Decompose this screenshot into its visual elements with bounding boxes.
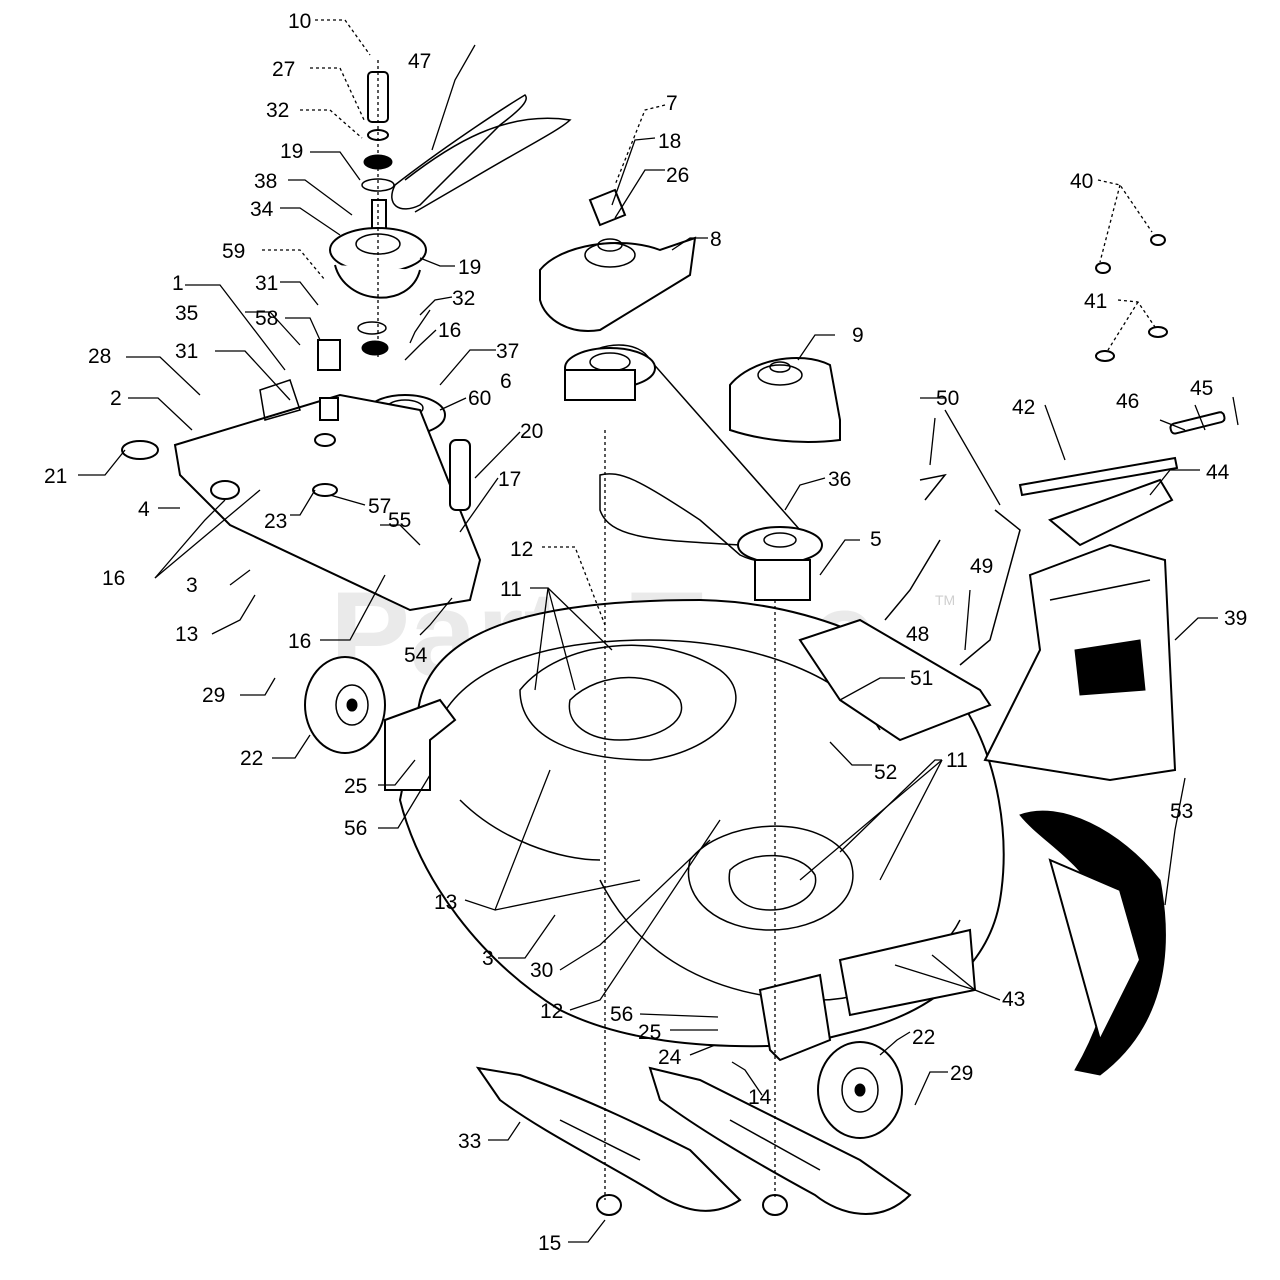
- callout-36: 36: [828, 468, 851, 491]
- callout-40: 40: [1070, 170, 1093, 193]
- callout-60: 60: [468, 387, 491, 410]
- blade-left: [475, 1066, 742, 1212]
- callout-59: 59: [222, 240, 245, 263]
- callout-17: 17: [498, 468, 521, 491]
- callout-38: 38: [254, 170, 277, 193]
- callout-46: 46: [1116, 390, 1139, 413]
- callout-53: 53: [1170, 800, 1193, 823]
- spindle-pulley-left: [564, 347, 656, 401]
- deck-housing: [384, 598, 1005, 1062]
- callout-9: 9: [852, 324, 864, 347]
- callout-56: 56: [344, 817, 367, 840]
- callout-58: 58: [255, 307, 278, 330]
- callout-39: 39: [1224, 607, 1247, 630]
- callout-4: 4: [138, 498, 150, 521]
- callout-25: 25: [344, 775, 367, 798]
- callout-8: 8: [710, 228, 722, 251]
- callout-48: 48: [906, 623, 929, 646]
- callout-23: 23: [264, 510, 287, 533]
- callout-leaders: [78, 19, 1239, 1243]
- callout-6: 6: [500, 370, 512, 393]
- callout-45: 45: [1190, 377, 1213, 400]
- callout-19: 19: [280, 140, 303, 163]
- callout-12: 12: [510, 538, 533, 561]
- callout-21: 21: [44, 465, 67, 488]
- callout-25: 25: [638, 1021, 661, 1044]
- chute-spring: [1169, 411, 1226, 435]
- callout-57: 57: [368, 495, 391, 518]
- callout-30: 30: [530, 959, 553, 982]
- belt-cover-left: [539, 236, 697, 332]
- callout-32: 32: [266, 99, 289, 122]
- idler-arm-bracket: [173, 339, 482, 612]
- callout-16: 16: [102, 567, 125, 590]
- watermark-tm: TM: [935, 592, 955, 608]
- deck-belt: [579, 344, 803, 563]
- deck-wheel-right: [817, 1041, 903, 1139]
- callout-11: 11: [500, 578, 522, 601]
- callout-15: 15: [538, 1232, 561, 1255]
- callout-1: 1: [172, 272, 184, 295]
- callout-47: 47: [408, 50, 431, 73]
- callout-51: 51: [910, 667, 933, 690]
- callout-44: 44: [1206, 461, 1230, 484]
- drive-belt: [391, 94, 572, 213]
- callout-13: 13: [434, 891, 457, 914]
- discharge-chute: [983, 543, 1177, 782]
- idler-spring: [449, 439, 471, 511]
- callout-19: 19: [458, 256, 481, 279]
- callout-13: 13: [175, 623, 198, 646]
- callout-22: 22: [240, 747, 263, 770]
- hardware-nuts: [1095, 234, 1168, 362]
- callout-31: 31: [175, 340, 198, 363]
- callout-28: 28: [88, 345, 111, 368]
- belt-cover-right: [729, 357, 841, 443]
- callout-29: 29: [950, 1062, 973, 1085]
- callout-29: 29: [202, 684, 225, 707]
- link-rods: [884, 473, 1021, 666]
- torsion-spring: [121, 440, 240, 500]
- callout-55: 55: [388, 509, 411, 532]
- callout-41: 41: [1084, 290, 1107, 313]
- callout-5: 5: [870, 528, 882, 551]
- callout-52: 52: [874, 761, 897, 784]
- callout-43: 43: [1002, 988, 1025, 1011]
- callout-24: 24: [658, 1046, 682, 1069]
- callout-22: 22: [912, 1026, 935, 1049]
- callout-31: 31: [255, 272, 278, 295]
- cover-bracket: [588, 188, 627, 227]
- callout-54: 54: [404, 644, 428, 667]
- callout-3: 3: [482, 947, 494, 970]
- callout-10: 10: [288, 10, 311, 33]
- callout-labels: 10 27 32 19 38 34 59 31 58 1 35 31 28 2 …: [44, 10, 1247, 1255]
- mandrel-assembly: [329, 71, 427, 356]
- callout-37: 37: [496, 340, 519, 363]
- spindle-pulley-right: [737, 526, 823, 601]
- deck-wheel-left: [304, 656, 386, 754]
- callout-56: 56: [610, 1003, 633, 1026]
- callout-49: 49: [970, 555, 993, 578]
- callout-11: 11: [946, 749, 968, 772]
- callout-32: 32: [452, 287, 475, 310]
- mulch-plug: [1019, 810, 1166, 1076]
- callout-3: 3: [186, 574, 198, 597]
- callout-34: 34: [250, 198, 274, 221]
- callout-20: 20: [520, 420, 543, 443]
- callout-33: 33: [458, 1130, 481, 1153]
- callout-50: 50: [936, 387, 959, 410]
- center-lines: [377, 60, 776, 1200]
- chute-rod: [1018, 456, 1179, 547]
- callout-18: 18: [658, 130, 681, 153]
- callout-16: 16: [438, 319, 461, 342]
- callout-26: 26: [666, 164, 689, 187]
- callout-16: 16: [288, 630, 311, 653]
- callout-27: 27: [272, 58, 295, 81]
- callout-2: 2: [110, 387, 122, 410]
- callout-35: 35: [175, 302, 198, 325]
- callout-12: 12: [540, 1000, 563, 1023]
- callout-7: 7: [666, 92, 678, 115]
- callout-14: 14: [748, 1086, 772, 1109]
- callout-42: 42: [1012, 396, 1035, 419]
